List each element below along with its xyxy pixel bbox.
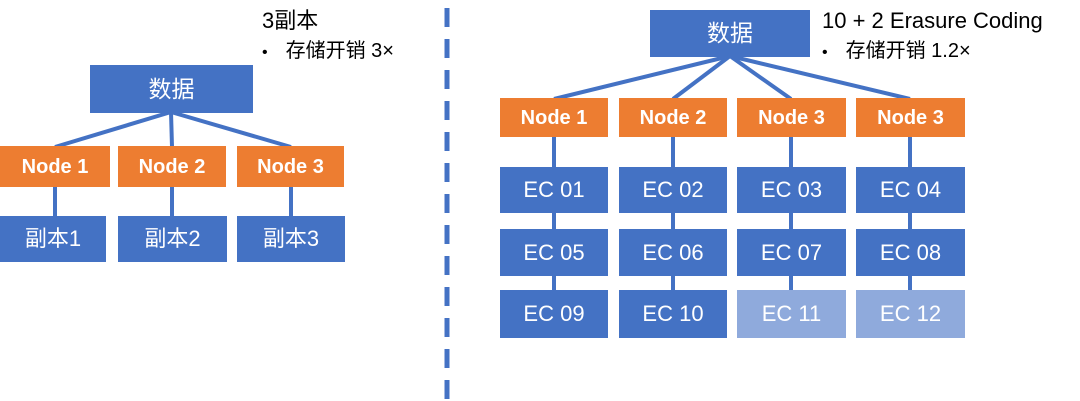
ec-box-parity: EC 12 (856, 290, 965, 338)
ec-box: EC 06 (619, 229, 727, 276)
ec-box: EC 08 (856, 229, 965, 276)
erasure-coding-title-block: 10 + 2 Erasure Coding • 存储开销 1.2× (822, 8, 1043, 65)
ec-box: EC 03 (737, 167, 846, 213)
ec-box: EC 02 (619, 167, 727, 213)
right-data-box: 数据 (650, 10, 810, 57)
right-node-box: Node 2 (619, 98, 727, 137)
ec-box: EC 01 (500, 167, 608, 213)
replication-title-block: 3副本 • 存储开销 3× (262, 8, 394, 65)
erasure-coding-overhead-text: 存储开销 1.2× (845, 40, 971, 62)
erasure-coding-title: 10 + 2 Erasure Coding (822, 8, 1043, 33)
left-node-box: Node 3 (237, 146, 344, 187)
replication-overhead-text: 存储开销 3× (285, 40, 394, 62)
right-node-box: Node 3 (737, 98, 846, 137)
ec-box-parity: EC 11 (737, 290, 846, 338)
replication-title: 3副本 (262, 8, 319, 33)
left-node-box: Node 1 (0, 146, 110, 187)
right-node-box: Node 1 (500, 98, 608, 137)
ec-box: EC 04 (856, 167, 965, 213)
ec-box: EC 05 (500, 229, 608, 276)
bullet-icon: • (262, 44, 268, 61)
ec-box: EC 07 (737, 229, 846, 276)
replica-box: 副本2 (118, 216, 227, 262)
erasure-coding-overhead-bullet: • 存储开销 1.2× (822, 39, 1043, 65)
left-data-box: 数据 (90, 65, 253, 113)
ec-box: EC 09 (500, 290, 608, 338)
right-node-box: Node 3 (856, 98, 965, 137)
ec-box: EC 10 (619, 290, 727, 338)
replica-box: 副本1 (0, 216, 106, 262)
left-node-box: Node 2 (118, 146, 226, 187)
replica-box: 副本3 (237, 216, 345, 262)
bullet-icon: • (822, 44, 828, 61)
replication-overhead-bullet: • 存储开销 3× (262, 39, 394, 65)
